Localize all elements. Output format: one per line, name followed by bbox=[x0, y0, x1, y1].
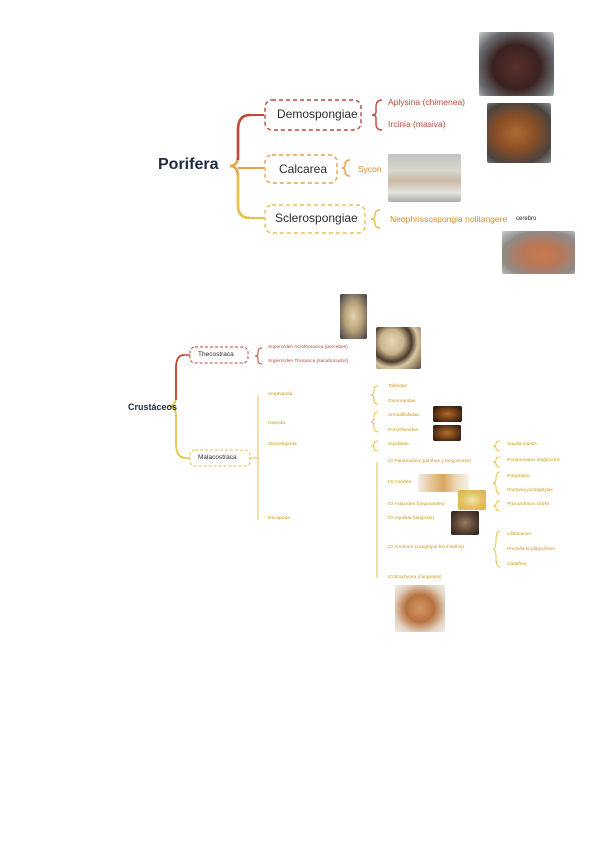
calcarea-brace bbox=[341, 159, 351, 177]
crust-brace-top bbox=[175, 354, 185, 400]
family-talitridae: Talitridae bbox=[388, 384, 408, 389]
acrothoracica-text: Superorden Acrothoracica (percebes) bbox=[268, 345, 348, 350]
calcarea-box bbox=[264, 154, 338, 184]
porifera-brace-bottom bbox=[236, 175, 251, 220]
species-parapenaeus: Parapenaeus longirostris bbox=[507, 458, 561, 463]
langosta-photo bbox=[451, 511, 479, 535]
crustaceos-title: Crustáceos bbox=[128, 402, 178, 412]
species-squilla: Squilla mantis bbox=[507, 442, 537, 447]
pontonia-photo bbox=[458, 490, 486, 510]
malacostraca-label: Malacostraca bbox=[198, 454, 237, 461]
aplysina-text: Aplysina (chimenea) bbox=[388, 97, 466, 107]
squilla-brace bbox=[492, 440, 501, 452]
sclerospongiae-box bbox=[264, 204, 366, 234]
cerebro-note: cerebro bbox=[516, 216, 537, 222]
aplysina-photo bbox=[479, 32, 554, 96]
io-anomura: IO Anomura (cangrejos hermitaños) bbox=[388, 545, 464, 550]
thecostraca-label: Thecostraca bbox=[198, 351, 234, 358]
demo-brace bbox=[371, 99, 383, 131]
sclerospongiae-label: Sclerospongiae bbox=[275, 211, 358, 225]
order-stomatopoda: Stomatopoda bbox=[268, 442, 297, 447]
sclero-brace bbox=[370, 209, 381, 229]
sycon-photo bbox=[388, 154, 461, 202]
species-pasiphaea: Pasiphaea bbox=[507, 474, 530, 479]
neophrissospongia-photo bbox=[502, 231, 575, 274]
thoracica-text: Superorden Thoracica (sacabocados) bbox=[268, 359, 349, 364]
porcellionidae-photo bbox=[433, 425, 461, 441]
calcarea-label: Calcarea bbox=[279, 162, 328, 176]
family-gammaridae: Gammaridae bbox=[388, 399, 416, 404]
porifera-title: Porifera bbox=[158, 156, 219, 173]
order-amphipoda: Amphipoda bbox=[268, 392, 293, 397]
io-brachyura: IO Brachyura (cangrejos) bbox=[388, 575, 442, 580]
species-clibanarius: Clibanarius bbox=[507, 532, 531, 537]
amphi-brace bbox=[370, 385, 379, 405]
ircinia-photo bbox=[487, 103, 551, 163]
species-porcellana: Porcellana platycheles bbox=[507, 547, 555, 552]
porifera-brace-top bbox=[236, 113, 251, 160]
astacidea-brace bbox=[492, 500, 501, 512]
neophrissospongia-text: Neophrissospongia nolitangere bbox=[390, 214, 508, 224]
family-porcellionidae: Porcellionidae bbox=[388, 428, 419, 433]
thecostraca-box bbox=[189, 346, 249, 364]
family-armadillidiidae: Armadillidiidae bbox=[388, 413, 420, 418]
order-decapoda: Decapoda bbox=[268, 516, 290, 521]
percebe-photo bbox=[340, 294, 367, 339]
io-caridea: IO Caridea bbox=[388, 480, 412, 485]
armadillidiidae-photo bbox=[433, 406, 462, 422]
demospongiae-label: Demospongiae bbox=[277, 107, 358, 121]
order-isopoda: Isopoda bbox=[268, 421, 286, 426]
io-panaeoidea: IO Panaeoidea (gambas y langostinos) bbox=[388, 459, 471, 464]
io-astacidea: IO Astacidea (bogavantes) bbox=[388, 502, 445, 507]
species-procambarus: Procambarus clarkii bbox=[507, 502, 550, 507]
caridea-brace bbox=[492, 471, 501, 495]
cangrejo-photo bbox=[395, 585, 445, 632]
porifera-brace bbox=[229, 113, 251, 220]
panaeo-brace bbox=[492, 456, 501, 468]
theco-brace bbox=[254, 347, 263, 365]
demospongiae-box bbox=[264, 99, 362, 131]
anomura-brace bbox=[492, 530, 501, 568]
species-pontonia: Pontonia pinnophylax bbox=[507, 488, 553, 493]
family-squillidae: Squillidae bbox=[388, 442, 409, 447]
ircinia-text: Ircinia (masiva) bbox=[388, 119, 446, 129]
caridea-photo bbox=[418, 474, 469, 492]
sacabocados-photo bbox=[376, 327, 421, 369]
stoma-brace bbox=[370, 440, 379, 452]
iso-brace bbox=[370, 411, 379, 433]
io-aquilata: IO Aquilata (langosta) bbox=[388, 516, 435, 521]
species-galathea: Galathea bbox=[507, 562, 527, 567]
sycon-text: Sycon bbox=[358, 164, 382, 174]
